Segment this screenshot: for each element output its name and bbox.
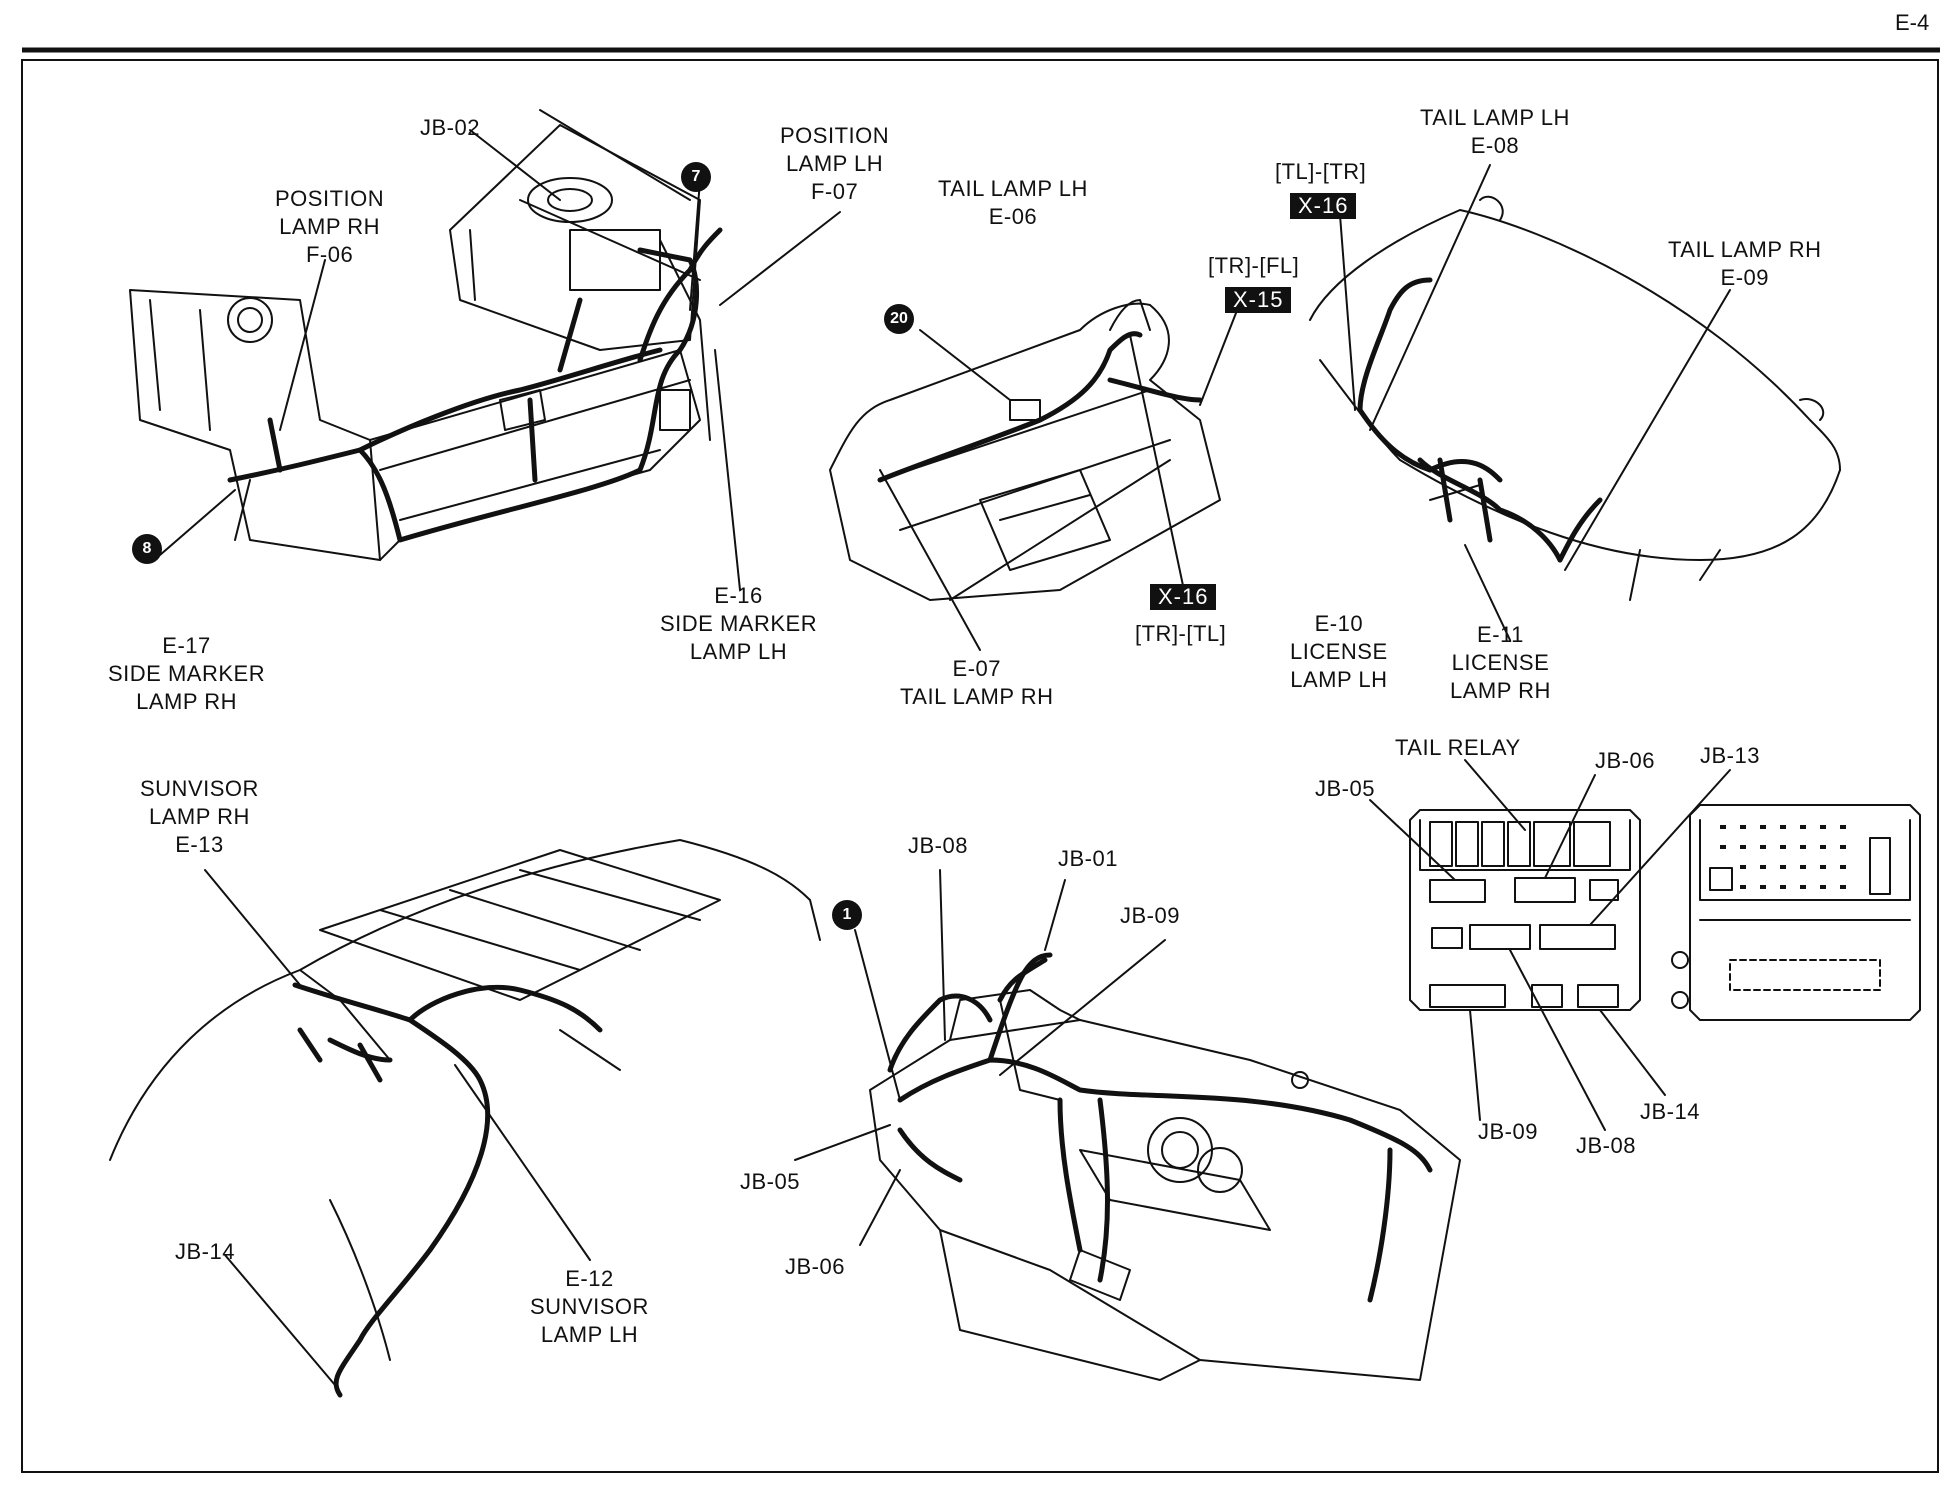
- label-line: LAMP LH: [1290, 667, 1388, 692]
- label-line: E-16: [714, 583, 763, 608]
- page-frame: [21, 59, 1939, 1473]
- label-tail-lamp-lh-e06: TAIL LAMP LH E-06: [938, 175, 1088, 231]
- instrument-panel-drawing: [869, 989, 1461, 1381]
- roof-harness: [292, 982, 603, 1398]
- marker-7: 7: [681, 162, 711, 192]
- label-e-10: E-10 LICENSE LAMP LH: [1290, 610, 1388, 694]
- label-line: TAIL LAMP LH: [938, 176, 1088, 201]
- label-e-07: E-07 TAIL LAMP RH: [900, 655, 1054, 711]
- fuse-grid: [1720, 825, 1846, 889]
- label-jb-09-block: JB-09: [1478, 1119, 1538, 1144]
- label-line: SUNVISOR: [140, 776, 259, 801]
- label-line: LAMP LH: [785, 151, 884, 176]
- trunk-lid-harness: [1357, 277, 1603, 563]
- label-line: E-10: [1314, 611, 1364, 636]
- label-line: POSITION: [275, 186, 385, 211]
- label-line: E-17: [162, 633, 211, 658]
- label-line: E-07: [952, 656, 1001, 681]
- label-tr-tl: [TR]-[TL]: [1135, 621, 1227, 646]
- label-line: TAIL LAMP RH: [900, 684, 1054, 709]
- tag-x-16-bottom: X-16: [1150, 584, 1217, 610]
- label-jb-05-block: JB-05: [1315, 776, 1375, 801]
- label-jb-09-panel: JB-09: [1120, 903, 1180, 928]
- label-line: E-06: [988, 204, 1038, 229]
- label-jb-08-block: JB-08: [1576, 1133, 1636, 1158]
- label-line: SIDE MARKER: [660, 611, 818, 636]
- label-tail-lamp-rh-e09: TAIL LAMP RH E-09: [1668, 236, 1822, 292]
- engine-bay-harness: [227, 227, 723, 543]
- trunk-drawing: [829, 299, 1221, 601]
- label-tail-relay: TAIL RELAY: [1395, 735, 1521, 760]
- label-line: LAMP RH: [136, 689, 237, 714]
- label-line: LAMP LH: [689, 639, 788, 664]
- label-jb-05-panel: JB-05: [740, 1169, 800, 1194]
- label-jb-14-block: JB-14: [1640, 1099, 1700, 1124]
- label-line: LAMP RH: [1450, 678, 1551, 703]
- label-jb-14-roof: JB-14: [175, 1239, 235, 1264]
- label-line: POSITION: [780, 123, 890, 148]
- label-tl-tr: [TL]-[TR]: [1275, 159, 1367, 184]
- marker-1: 1: [832, 900, 862, 930]
- label-line: SUNVISOR: [530, 1294, 649, 1319]
- junction-block-drawing: [1409, 804, 1921, 1021]
- label-line: LAMP LH: [540, 1322, 639, 1347]
- label-line: LICENSE: [1290, 639, 1388, 664]
- label-line: F-06: [305, 242, 354, 267]
- label-line: E-09: [1720, 265, 1769, 290]
- label-jb-01: JB-01: [1058, 846, 1118, 871]
- label-line: E-12: [565, 1266, 614, 1291]
- marker-20: 20: [884, 304, 914, 334]
- marker-8: 8: [132, 534, 162, 564]
- label-line: TAIL LAMP RH: [1668, 237, 1822, 262]
- label-jb-06-block: JB-06: [1595, 748, 1655, 773]
- label-line: E-08: [1470, 133, 1520, 158]
- tag-x-15: X-15: [1225, 287, 1292, 313]
- label-tail-lamp-lh-e08: TAIL LAMP LH E-08: [1420, 104, 1570, 160]
- label-position-lamp-lh: POSITION LAMP LH F-07: [780, 122, 889, 206]
- instrument-panel-harness: [887, 952, 1433, 1303]
- label-e-17: E-17 SIDE MARKER LAMP RH: [108, 632, 265, 716]
- label-line: LAMP RH: [279, 214, 381, 239]
- label-jb-13: JB-13: [1700, 743, 1760, 768]
- label-line: F-07: [810, 179, 859, 204]
- engine-bay-drawing: [129, 109, 711, 561]
- label-line: E-13: [175, 832, 224, 857]
- trunk-harness: [877, 331, 1203, 483]
- label-jb-08-panel: JB-08: [908, 833, 968, 858]
- label-sunvisor-lamp-rh: SUNVISOR LAMP RH E-13: [140, 775, 259, 859]
- label-e-16: E-16 SIDE MARKER LAMP LH: [660, 582, 817, 666]
- label-line: TAIL LAMP LH: [1420, 105, 1570, 130]
- label-tr-fl: [TR]-[FL]: [1208, 253, 1300, 278]
- label-position-lamp-rh: POSITION LAMP RH F-06: [275, 185, 384, 269]
- roof-drawing: [109, 839, 821, 1361]
- label-line: E-11: [1477, 622, 1524, 647]
- label-e-11: E-11 LICENSE LAMP RH: [1450, 621, 1551, 705]
- label-line: LICENSE: [1451, 650, 1550, 675]
- tag-x-16-top: X-16: [1290, 193, 1357, 219]
- label-e-12: E-12 SUNVISOR LAMP LH: [530, 1265, 649, 1349]
- label-line: LAMP RH: [149, 804, 250, 829]
- label-line: SIDE MARKER: [108, 661, 266, 686]
- label-jb-06-panel: JB-06: [785, 1254, 845, 1279]
- label-jb-02: JB-02: [420, 115, 480, 140]
- page-number: E-4: [1895, 10, 1930, 35]
